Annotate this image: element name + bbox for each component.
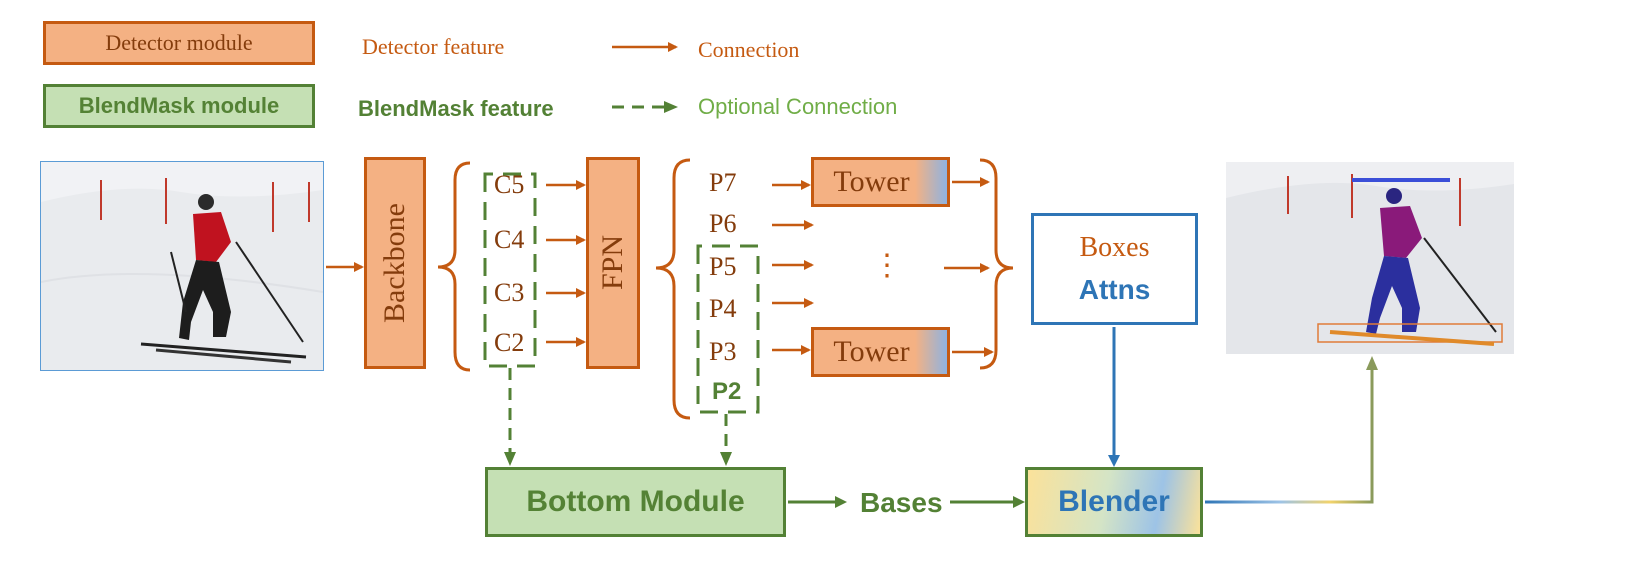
segmentation-result-icon (1226, 162, 1514, 354)
tower-top-label: Tower (833, 165, 910, 198)
feature-c4: C4 (494, 225, 525, 254)
output-image (1226, 162, 1514, 354)
feature-c3: C3 (494, 278, 525, 307)
bottom-module-block: Bottom Module (485, 467, 786, 537)
attns-label: Attns (1078, 274, 1151, 305)
feature-p3: P3 (709, 337, 737, 366)
feature-p5: P5 (709, 252, 737, 281)
legend-detector-feature: Detector feature (362, 34, 505, 59)
legend-optional-connection: Optional Connection (698, 94, 898, 119)
feature-p6: P6 (709, 209, 737, 238)
tower-bottom: Tower (811, 327, 950, 377)
legend-detector-module: Detector module (43, 21, 315, 65)
boxes-label: Boxes (1079, 232, 1150, 263)
blender-block: Blender (1025, 467, 1203, 537)
legend-blendmask-feature: BlendMask feature (358, 96, 554, 121)
feature-p2: P2 (712, 378, 742, 405)
legend-blendmask-module-label: BlendMask module (78, 93, 280, 118)
input-image (40, 161, 324, 371)
tower-top: Tower (811, 157, 950, 207)
feature-p7: P7 (709, 168, 737, 197)
legend-detector-module-label: Detector module (105, 30, 253, 55)
legend-blendmask-module: BlendMask module (43, 84, 315, 128)
tower-bottom-label: Tower (833, 335, 910, 368)
bottom-module-label: Bottom Module (526, 485, 745, 518)
legend-optional-arrowhead (664, 101, 678, 113)
backbone-block: Backbone (364, 157, 426, 369)
legend-connection: Connection (698, 37, 800, 62)
tower-ellipsis: ⋮ (872, 249, 902, 282)
feature-c2: C2 (494, 328, 525, 357)
boxes-attns-block: Boxes Attns (1031, 213, 1198, 325)
skier-photo-icon (41, 162, 323, 370)
fpn-block: FPN (586, 157, 640, 369)
bases-label: Bases (860, 487, 943, 518)
feature-p4: P4 (709, 294, 737, 323)
blender-label: Blender (1058, 485, 1170, 518)
